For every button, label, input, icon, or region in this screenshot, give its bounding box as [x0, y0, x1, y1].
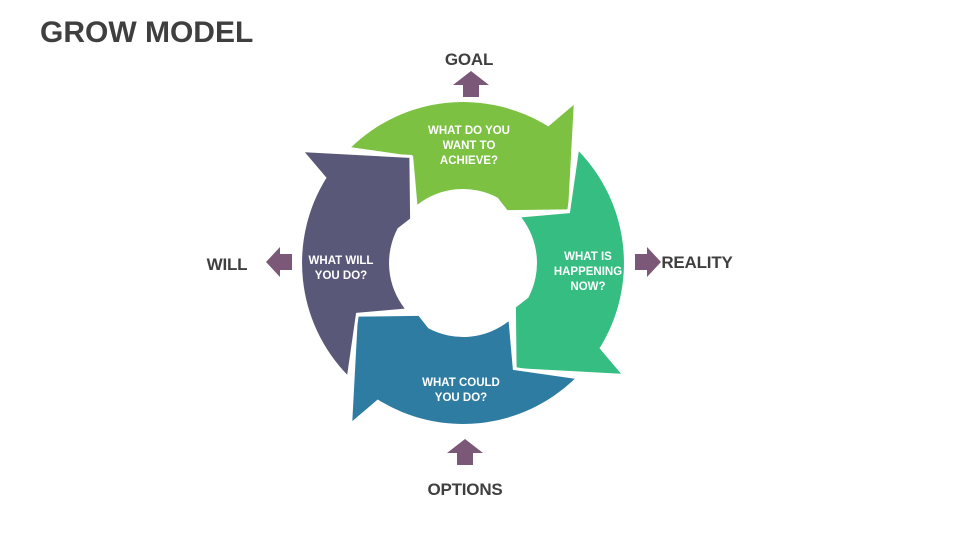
options-label: OPTIONS: [427, 480, 502, 499]
will-question-line: WHAT WILL: [309, 255, 374, 267]
reality-question-line: WHAT IS: [564, 251, 612, 263]
reality-arc-question: WHAT IS HAPPENING NOW?: [554, 251, 622, 293]
will-pointer-arrow-icon: [266, 247, 292, 277]
reality-label: REALITY: [661, 253, 733, 272]
goal-question-line: WANT TO: [443, 140, 496, 152]
will-question-line: YOU DO?: [315, 270, 367, 282]
will-arc-question: WHAT WILL YOU DO?: [309, 255, 374, 282]
will-arc-arrow: [298, 148, 414, 382]
goal-pointer-arrow-icon: [453, 71, 489, 97]
reality-question-line: NOW?: [570, 281, 605, 293]
options-pointer-arrow-icon: [447, 439, 483, 465]
options-question-line: WHAT COULD: [422, 377, 500, 389]
goal-arc-question: WHAT DO YOU WANT TO ACHIEVE?: [428, 125, 510, 167]
goal-arc-arrow: [344, 98, 578, 214]
reality-arc-arrow: [512, 144, 628, 378]
options-question-line: YOU DO?: [435, 392, 487, 404]
goal-label: GOAL: [445, 50, 493, 69]
reality-question-line: HAPPENING: [554, 266, 622, 278]
options-arc-question: WHAT COULD YOU DO?: [422, 377, 500, 404]
goal-question-line: ACHIEVE?: [440, 155, 498, 167]
page-title: GROW MODEL: [40, 16, 254, 49]
goal-question-line: WHAT DO YOU: [428, 125, 510, 137]
options-arc-arrow: [348, 312, 582, 428]
will-label: WILL: [207, 255, 248, 274]
reality-pointer-arrow-icon: [635, 247, 661, 277]
